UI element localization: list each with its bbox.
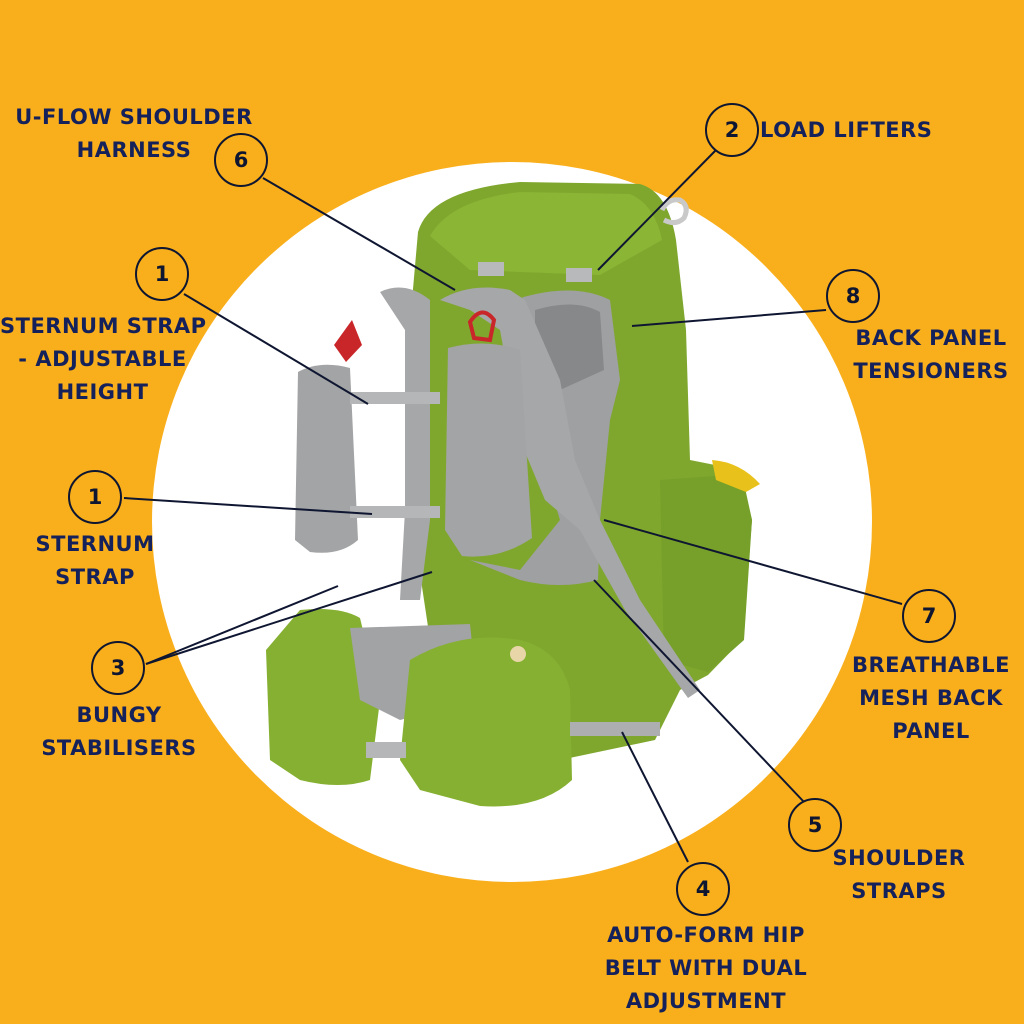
leader-line-bungy-b [145,571,433,665]
backpack-image [266,182,760,807]
label-line: BREATHABLE [851,653,1011,677]
label-shoulder-straps: SHOULDER STRAPS [828,842,970,908]
label-line: HEIGHT [56,380,149,404]
number-badge-1-adjustable: 1 [135,247,189,301]
label-auto-form-hip-belt: AUTO-FORM HIP BELT WITH DUAL ADJUSTMENT [596,919,816,1018]
leader-line-load-lifters [597,149,717,271]
label-line: BUNGY [76,703,162,727]
label-breathable-mesh-back-panel: BREATHABLE MESH BACK PANEL [848,649,1014,748]
label-line: SHOULDER [832,846,966,870]
number-badge-5: 5 [788,798,842,852]
number-badge-1: 1 [68,470,122,524]
label-bungy-stabilisers: BUNGY STABILISERS [34,699,204,765]
number-badge-6: 6 [214,133,268,187]
leader-line-sternum [123,497,373,515]
label-line: BACK PANEL [855,326,1007,350]
label-line: HARNESS [76,138,192,162]
number-badge-3: 3 [91,641,145,695]
label-line: STRAP [55,565,135,589]
label-line: MESH BACK [859,686,1003,710]
label-line: STERNUM STRAP [0,314,207,338]
label-sternum-strap: STERNUM STRAP [30,528,160,594]
label-line: STRAPS [851,879,947,903]
label-line: AUTO-FORM HIP [607,923,805,947]
leader-line-mesh [603,519,903,605]
leader-line-shoulder [593,579,805,803]
label-load-lifters: LOAD LIFTERS [760,114,933,147]
label-line: BELT WITH DUAL [604,956,808,980]
leader-line-sternum-adjustable [183,293,369,405]
label-sternum-strap-adjustable: STERNUM STRAP - ADJUSTABLE HEIGHT [0,310,207,409]
leader-line-harness [262,177,456,291]
number-badge-2: 2 [705,103,759,157]
leader-line-tensioners [631,309,827,327]
number-badge-4: 4 [676,862,730,916]
label-line: STERNUM [35,532,155,556]
label-line: STABILISERS [41,736,197,760]
label-line: LOAD LIFTERS [760,118,933,142]
label-line: PANEL [892,719,970,743]
label-line: TENSIONERS [853,359,1009,383]
number-badge-7: 7 [902,589,956,643]
leader-line-hip-belt [621,731,689,863]
label-back-panel-tensioners: BACK PANEL TENSIONERS [848,322,1014,388]
label-line: - ADJUSTABLE [18,347,187,371]
number-badge-8: 8 [826,269,880,323]
leader-lines [123,149,903,863]
label-line: U-FLOW SHOULDER [15,105,253,129]
label-line: ADJUSTMENT [625,989,787,1013]
leader-line-bungy-a [145,585,339,665]
label-u-flow-shoulder-harness: U-FLOW SHOULDER HARNESS [14,101,254,167]
